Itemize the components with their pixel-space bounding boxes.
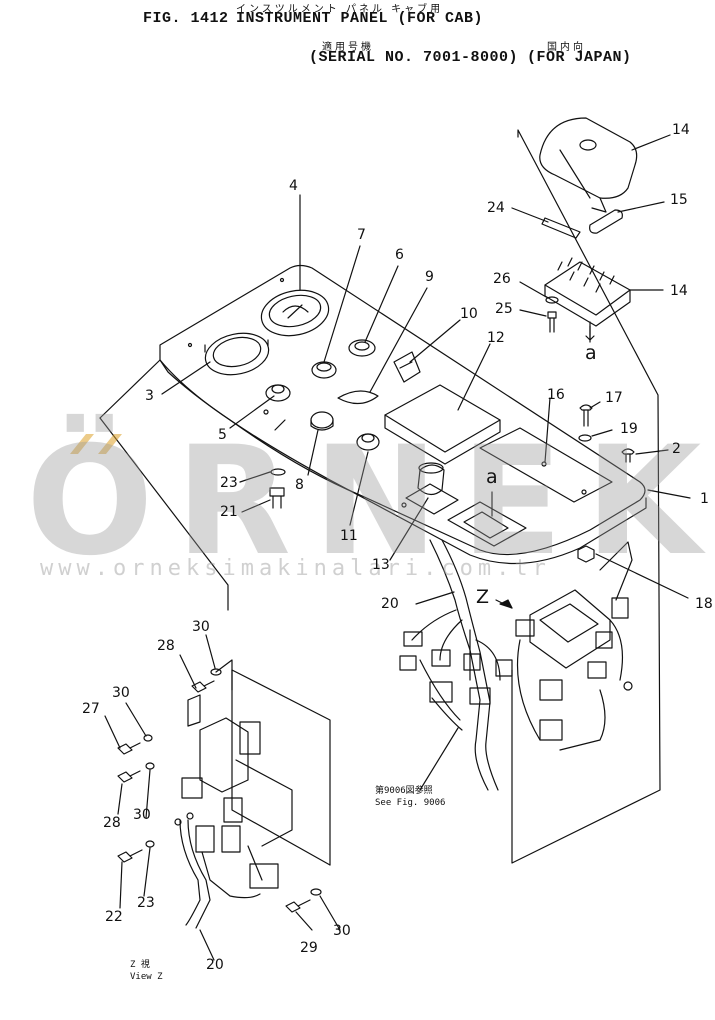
washer-23 bbox=[270, 468, 286, 476]
ref-letter-a-top: a bbox=[585, 342, 597, 364]
callout-23-view-z: 23 bbox=[137, 895, 155, 911]
watermark-logo-mark bbox=[70, 434, 122, 454]
lamp-6 bbox=[348, 339, 376, 357]
callout-5: 5 bbox=[218, 427, 227, 443]
panel-plate-edge bbox=[159, 359, 647, 565]
callout-22: 22 bbox=[105, 909, 123, 925]
callout-20-view-z: 20 bbox=[206, 957, 224, 973]
bolt-28 bbox=[191, 680, 215, 693]
bolt-28b bbox=[117, 770, 141, 783]
strip-24 bbox=[541, 217, 581, 239]
region-japanese: 国内向 bbox=[547, 42, 586, 53]
connector bbox=[469, 687, 491, 705]
see-fig-note-jp: 第9006図参照 bbox=[375, 786, 433, 796]
callout-20-harness: 20 bbox=[381, 596, 399, 612]
callout-24: 24 bbox=[487, 200, 505, 216]
control-box-z bbox=[529, 589, 611, 669]
hole-9 bbox=[337, 390, 379, 405]
callout-21: 21 bbox=[220, 504, 238, 520]
watermark-brand: ÖRNEK bbox=[26, 415, 715, 589]
callout-30-right: 30 bbox=[333, 923, 351, 939]
callout-2: 2 bbox=[672, 441, 681, 457]
callout-10: 10 bbox=[460, 306, 478, 322]
callout-25: 25 bbox=[495, 301, 513, 317]
callout-28-top: 28 bbox=[157, 638, 175, 654]
gauge-3 bbox=[204, 332, 270, 376]
see-fig-note: See Fig. 9006 bbox=[375, 798, 446, 808]
washer-19 bbox=[578, 434, 592, 442]
figure-number: FIG. 1412 bbox=[143, 10, 229, 27]
region-label: (FOR JAPAN) bbox=[527, 49, 632, 66]
view-z-label: View Z bbox=[130, 972, 163, 982]
callout-23-panel: 23 bbox=[220, 475, 238, 491]
screw-25 bbox=[547, 311, 557, 333]
harness-20 bbox=[429, 539, 489, 791]
connector bbox=[431, 649, 451, 667]
leader-lines bbox=[104, 134, 691, 961]
callout-3: 3 bbox=[145, 388, 154, 404]
callout-30-left: 30 bbox=[112, 685, 130, 701]
gauge-4 bbox=[260, 289, 330, 337]
watermark-url: www.orneksimakinalari.com.tr bbox=[40, 556, 551, 581]
connector bbox=[403, 631, 423, 647]
callout-30-mid: 30 bbox=[133, 807, 151, 823]
callout-4: 4 bbox=[289, 178, 298, 194]
callout-18: 18 bbox=[695, 596, 713, 612]
callout-27: 27 bbox=[82, 701, 100, 717]
nameplate-16 bbox=[479, 427, 613, 503]
cover-14 bbox=[539, 117, 638, 199]
view-z-bracket bbox=[187, 694, 201, 727]
callout-13: 13 bbox=[372, 557, 390, 573]
lever-13 bbox=[417, 464, 445, 496]
view-letter-z: Z bbox=[476, 586, 490, 608]
callout-12: 12 bbox=[487, 330, 505, 346]
callout-17: 17 bbox=[605, 390, 623, 406]
callout-19: 19 bbox=[620, 421, 638, 437]
callout-26: 26 bbox=[493, 271, 511, 287]
screw-17 bbox=[579, 404, 593, 427]
lamp-7 bbox=[311, 361, 337, 379]
connector bbox=[429, 681, 453, 703]
connector bbox=[495, 659, 513, 677]
callout-1: 1 bbox=[700, 491, 709, 507]
callout-14-cover: 14 bbox=[672, 122, 690, 138]
connector bbox=[399, 655, 417, 671]
callout-11: 11 bbox=[340, 528, 358, 544]
bolt-21 bbox=[269, 487, 285, 509]
screw-2 bbox=[621, 448, 635, 463]
callout-7: 7 bbox=[357, 227, 366, 243]
callout-30-top: 30 bbox=[192, 619, 210, 635]
reference-frame bbox=[511, 129, 661, 864]
callout-14-block: 14 bbox=[670, 283, 688, 299]
callout-8: 8 bbox=[295, 477, 304, 493]
pin-15 bbox=[589, 209, 623, 234]
nut-18 bbox=[577, 545, 595, 563]
serial-japanese: 適用号機 bbox=[322, 42, 374, 53]
opening-a bbox=[447, 501, 527, 547]
bolt-29 bbox=[285, 899, 311, 913]
view-z-label-jp: Z 視 bbox=[130, 960, 150, 970]
callout-6: 6 bbox=[395, 247, 404, 263]
key-switch-10 bbox=[393, 351, 421, 383]
title-japanese: インスツルメント パネル キャブ用 bbox=[236, 4, 444, 15]
ref-letter-a-panel: a bbox=[486, 466, 498, 488]
callout-29: 29 bbox=[300, 940, 318, 956]
bolt-27 bbox=[117, 742, 141, 755]
callout-15: 15 bbox=[670, 192, 688, 208]
serial-range: (SERIAL NO. 7001-8000) bbox=[309, 49, 519, 66]
callout-9: 9 bbox=[425, 269, 434, 285]
connector bbox=[463, 653, 481, 671]
bolt-22 bbox=[117, 849, 143, 863]
callout-28-side: 28 bbox=[103, 815, 121, 831]
figure-title: INSTRUMENT PANEL (FOR CAB) bbox=[236, 10, 484, 27]
washer-26 bbox=[545, 296, 559, 304]
callout-16: 16 bbox=[547, 387, 565, 403]
